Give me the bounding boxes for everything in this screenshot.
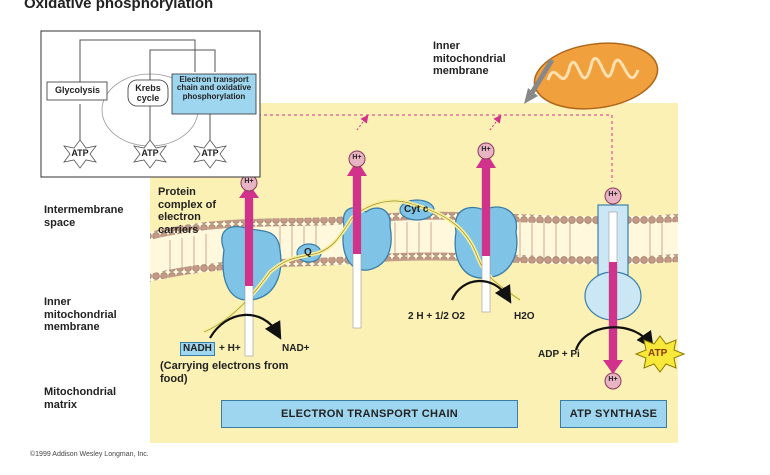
glycolysis-label: Glycolysis xyxy=(54,85,101,95)
electron-transport-chain-box: ELECTRON TRANSPORT CHAIN xyxy=(221,400,518,428)
water-product-label: H2O xyxy=(514,311,535,322)
proton-flow-dashed-path xyxy=(254,114,613,182)
atp-overview-label-2: ATP xyxy=(141,148,159,158)
water-reaction-left-label: 2 H + 1/2 O2 xyxy=(408,311,465,322)
atp-synthesis-arrow xyxy=(574,326,654,351)
atp-star-icon xyxy=(634,335,686,373)
cyt-c-label: Cyt c xyxy=(404,204,429,215)
water-reaction-arrow xyxy=(450,279,512,304)
page-title: Oxidative phosphorylation xyxy=(24,0,214,12)
nadh-reaction-arrow xyxy=(209,313,282,340)
atp-overview-label-1: ATP xyxy=(71,148,89,158)
h-plus-label-3: H+ xyxy=(481,146,491,153)
nadh-label: NADH xyxy=(180,342,215,356)
carrying-electrons-label: (Carrying electrons from food) xyxy=(160,360,289,385)
protein-complex-label: Protein complex of electron carriers xyxy=(158,186,217,236)
protein-complex-3 xyxy=(342,206,392,271)
krebs-cycle-label: Krebs cycle xyxy=(135,83,161,104)
inner-membrane-side-label: Inner mitochondrial membrane xyxy=(44,296,117,334)
proton-pump-arrows xyxy=(239,152,623,374)
q-label: Q xyxy=(304,247,312,258)
h-plus-label-2: H+ xyxy=(352,154,362,161)
matrix-label: Mitochondrial matrix xyxy=(44,386,117,411)
mitochondrion-icon xyxy=(524,42,659,110)
h-plus-circles xyxy=(240,142,622,390)
overview-inset xyxy=(40,30,261,178)
h-plus-label-5: H+ xyxy=(608,376,618,383)
plus-h-label: + H+ xyxy=(219,343,241,354)
intermembrane-space-label: Intermembrane space xyxy=(44,204,124,229)
atp-overview-label-3: ATP xyxy=(201,148,219,158)
nad-plus-label: NAD+ xyxy=(282,343,310,354)
copyright-notice: ©1999 Addison Wesley Longman, Inc. xyxy=(30,451,149,458)
atp-synthase-box: ATP SYNTHASE xyxy=(560,400,667,428)
h-plus-label-1: H+ xyxy=(244,178,254,185)
h-plus-label-4: H+ xyxy=(608,191,618,198)
inner-membrane-top-label: Inner mitochondrial membrane xyxy=(433,40,506,78)
etc-overview-label: Electron transport chain and oxidative p… xyxy=(176,75,252,101)
adp-label: ADP + Pi xyxy=(538,349,580,360)
atp-product-label: ATP xyxy=(648,348,668,359)
